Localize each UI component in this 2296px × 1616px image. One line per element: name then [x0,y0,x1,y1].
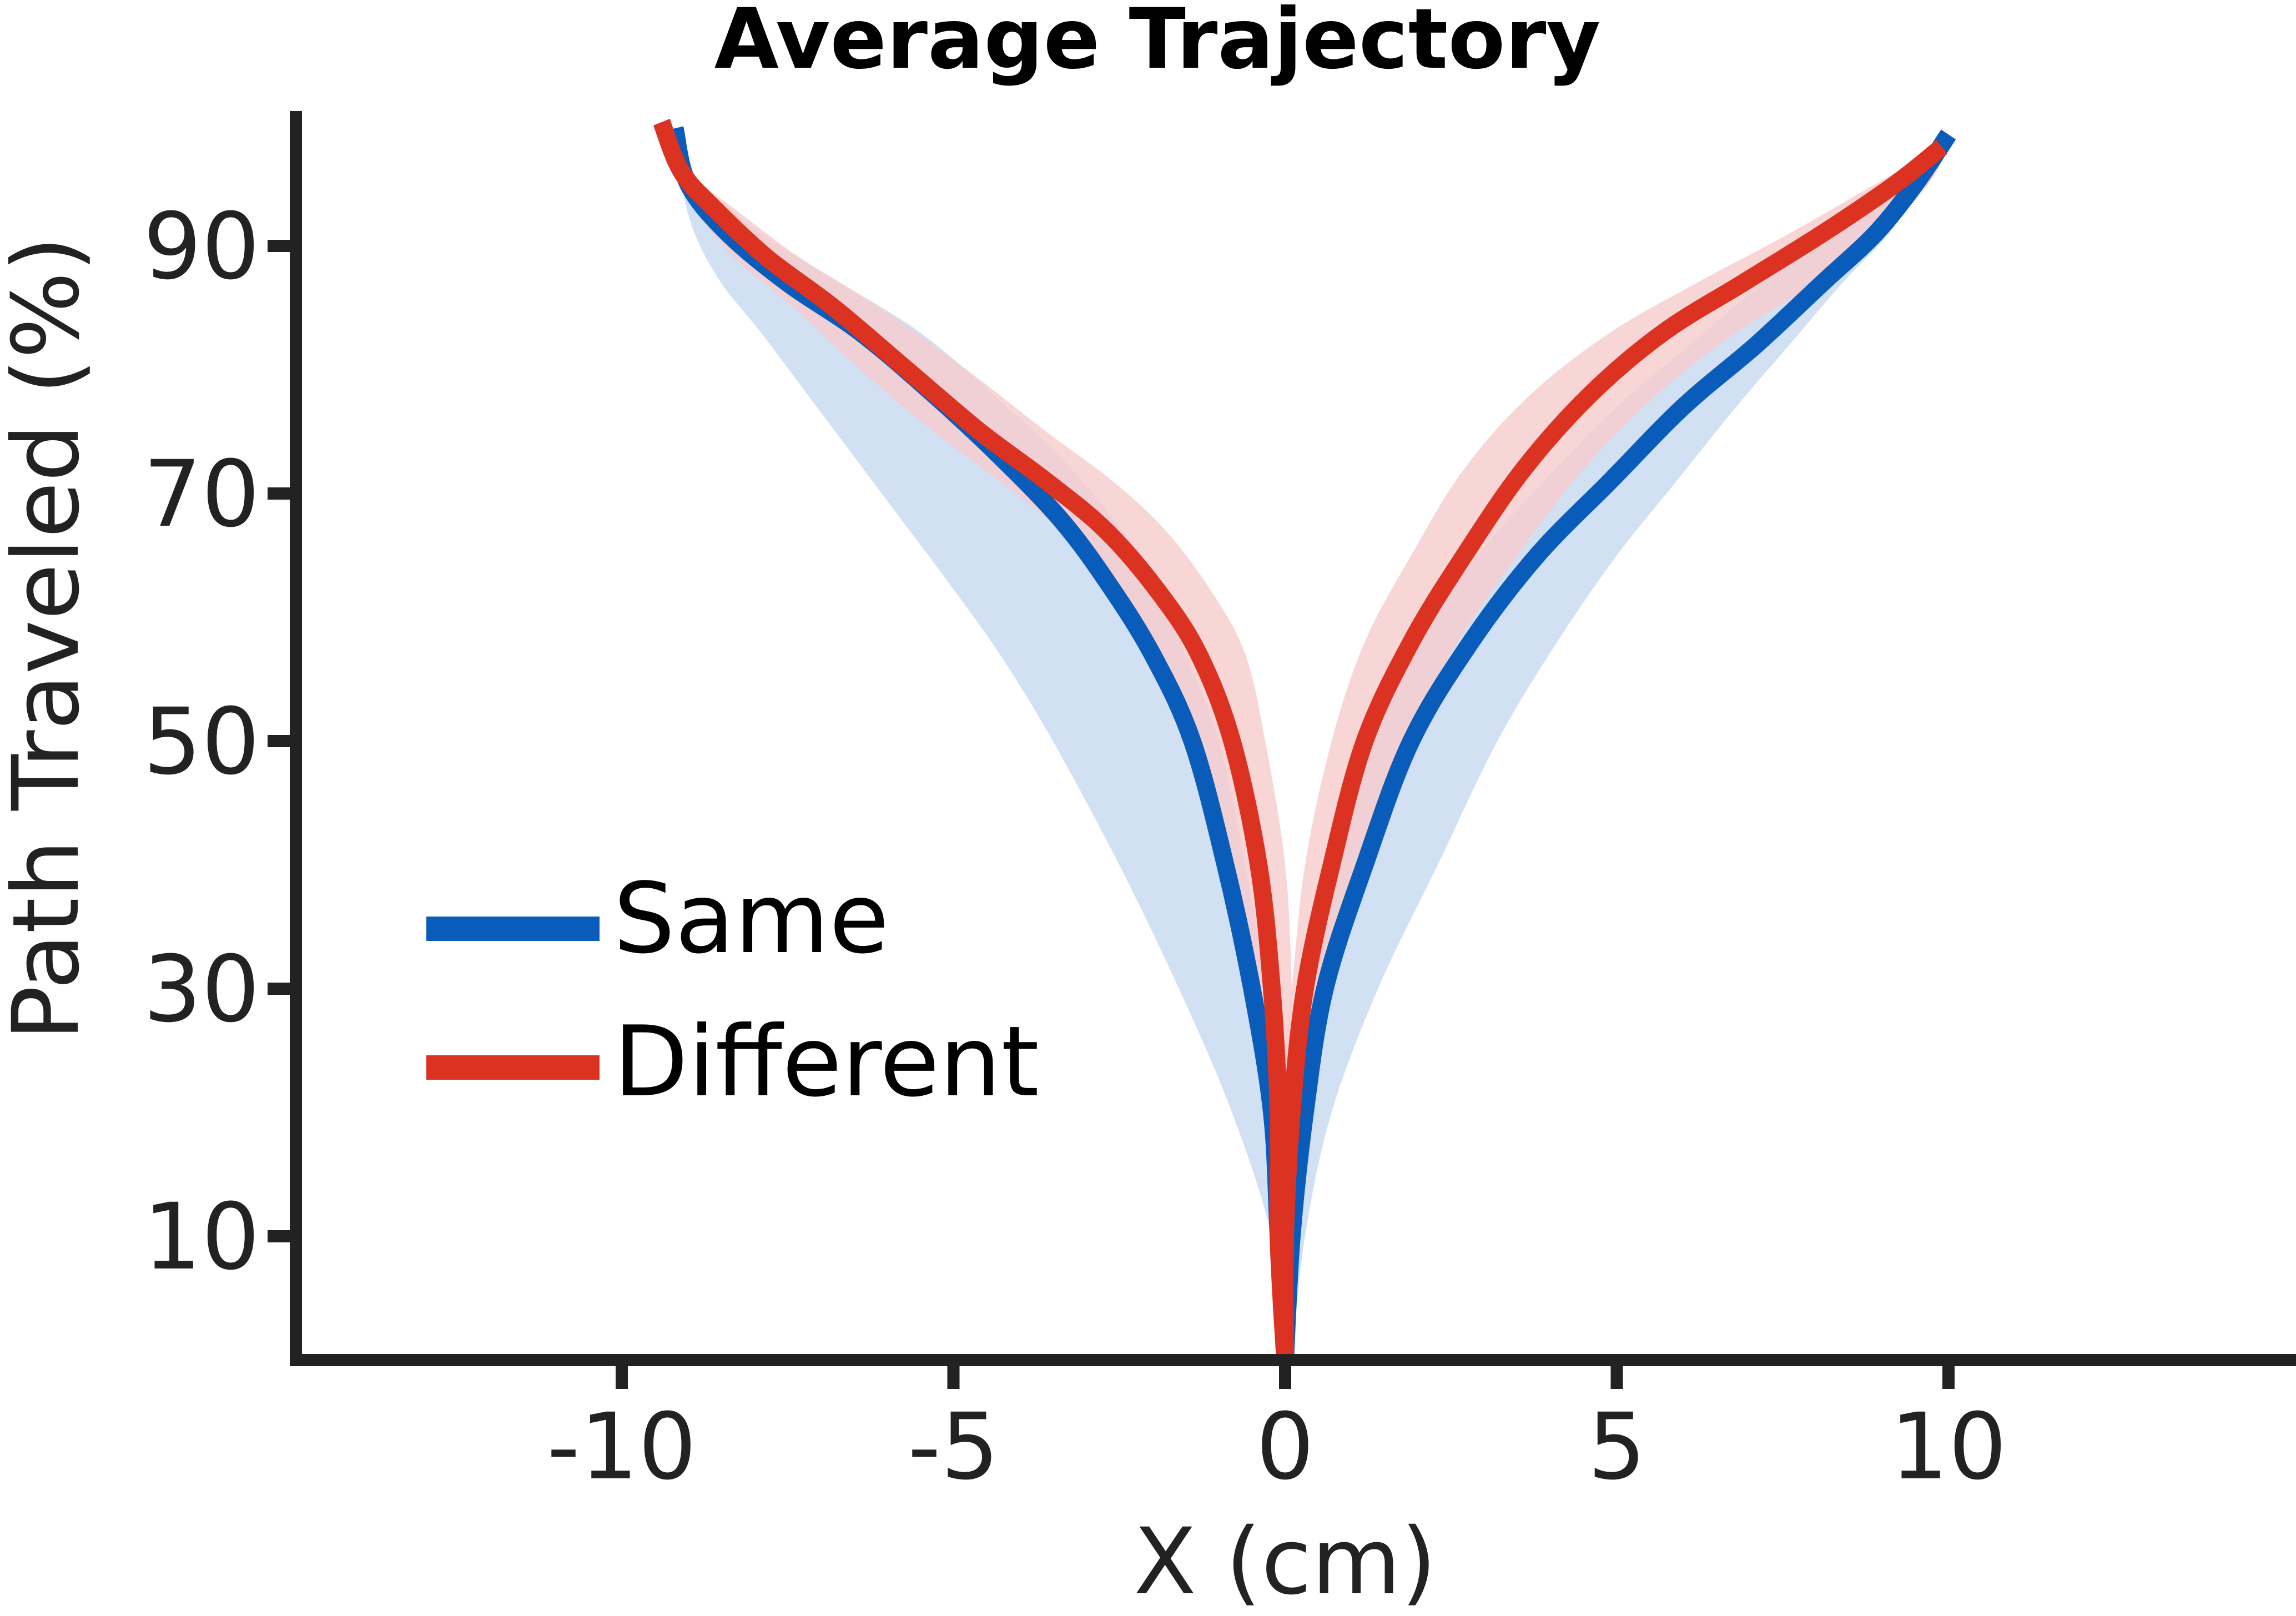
band-different-0 [661,122,1292,1360]
legend-label-different: Different [613,1006,1039,1119]
x-tick-label: 5 [1588,1393,1646,1500]
x-axis-label: X (cm) [1134,1508,1437,1615]
line-different-0 [653,119,1294,1361]
y-tick-label: 70 [143,441,260,547]
line-different-1 [1276,140,1948,1361]
chart-title: Average Trajectory [714,0,1600,88]
y-tick-label: 90 [143,193,260,300]
legend: Same Different [426,863,1039,1119]
y-tick-label: 50 [143,688,260,795]
y-tick-label: 30 [143,936,260,1043]
legend-label-same: Same [613,863,889,975]
band-different-1 [1277,147,1948,1360]
x-tick-label: -10 [547,1393,697,1500]
tick-marks [268,240,1955,1389]
x-tick-label: -5 [908,1393,999,1500]
x-tick-label: 0 [1256,1393,1315,1500]
line-same-1 [1276,129,1956,1361]
trajectory-lines [653,119,1956,1361]
y-axis-label: Path Traveled (%) [0,236,99,1041]
y-tick-label: 10 [143,1184,260,1290]
x-tick-label: 10 [1890,1393,2007,1500]
